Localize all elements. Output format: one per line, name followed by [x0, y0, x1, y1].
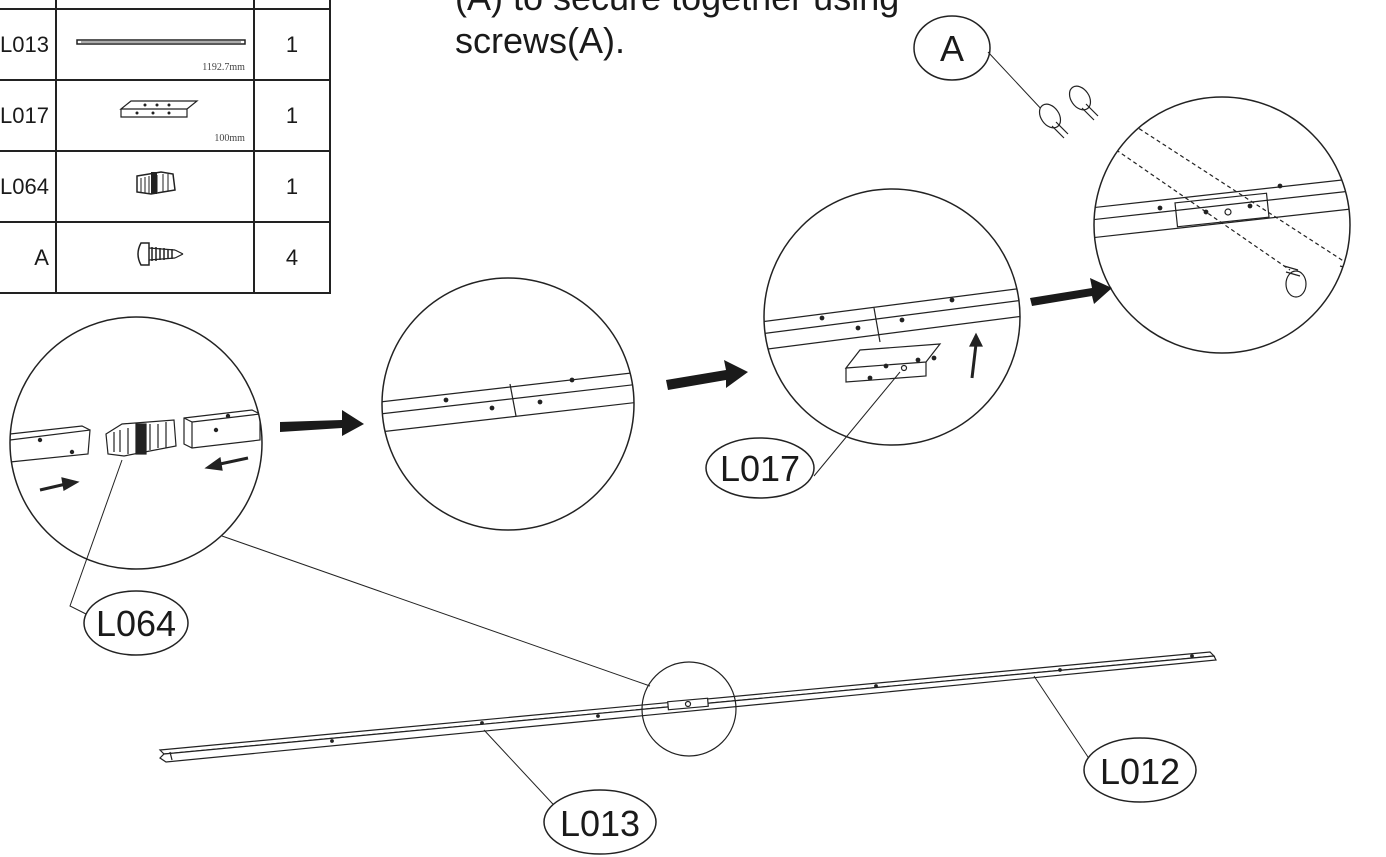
- detail-circle-bracket: [763, 188, 1021, 446]
- part-qty: 4: [252, 221, 331, 294]
- part-image-cell: 1192.7mm: [54, 8, 255, 81]
- part-qty-text: 1: [285, 31, 299, 57]
- part-image-cell: 100mm: [54, 79, 255, 152]
- part-code: L017: [0, 79, 57, 152]
- main-tube-assembly: [158, 651, 1217, 763]
- tube-left-callout: L013: [483, 729, 657, 855]
- table-row: L017 100mm 1: [0, 79, 331, 152]
- instruction-line-1: (A) to secure together using: [455, 0, 899, 19]
- part-code: [0, 0, 57, 10]
- screw-icon: [137, 242, 184, 266]
- table-row: A 4: [0, 221, 331, 294]
- part-code-text: L013: [0, 31, 49, 57]
- detail-circle-connector: [9, 316, 263, 570]
- part-qty: [252, 0, 331, 10]
- detail-leader: [221, 535, 651, 687]
- part-code: A: [0, 221, 57, 294]
- joint-highlight-circle: [641, 661, 737, 757]
- parts-table: L013 1192.7mm 1 L017 100mm 1 L064: [0, 0, 331, 294]
- table-row: L013 1192.7mm 1: [0, 8, 331, 81]
- part-qty: 1: [252, 79, 331, 152]
- detail-circle-joined: [381, 277, 635, 531]
- connector-callout: L064: [69, 459, 189, 656]
- part-qty-text: 1: [285, 102, 299, 128]
- part-code-text: A: [34, 244, 49, 270]
- arrow-icon: [280, 278, 1112, 436]
- part-code-text: L017: [0, 102, 49, 128]
- instruction-line-2: screws(A).: [455, 20, 625, 61]
- part-code: L064: [0, 150, 57, 223]
- part-dimension: 1192.7mm: [202, 62, 245, 73]
- part-qty-text: 4: [285, 244, 299, 270]
- tube-right-callout: L012: [1033, 675, 1197, 803]
- bracket-callout: L017: [705, 371, 901, 499]
- detail-circle-screws: [1093, 96, 1351, 354]
- screw-callout-label: A: [940, 28, 964, 69]
- part-dimension: 100mm: [214, 133, 245, 144]
- u-bracket-icon: [119, 100, 199, 118]
- tube-right-callout-label: L012: [1100, 751, 1180, 792]
- bracket-callout-label: L017: [720, 448, 800, 489]
- connector-callout-label: L064: [96, 603, 176, 644]
- screw-callout: A: [913, 15, 1045, 113]
- part-image-cell: [54, 0, 255, 10]
- tube-left-callout-label: L013: [560, 803, 640, 844]
- connector-plug-icon: [136, 171, 176, 195]
- screw-icon: [1038, 85, 1099, 139]
- part-qty: 1: [252, 8, 331, 81]
- part-image-cell: [54, 150, 255, 223]
- table-row: [0, 0, 331, 10]
- long-tube-icon: [76, 39, 246, 45]
- part-qty-text: 1: [285, 173, 299, 199]
- part-code-text: L064: [0, 173, 49, 199]
- table-row: L064 1: [0, 150, 331, 223]
- part-qty: 1: [252, 150, 331, 223]
- instruction-text: (A) to secure together using screws(A).: [455, 0, 899, 62]
- part-code: L013: [0, 8, 57, 81]
- part-image-cell: [54, 221, 255, 294]
